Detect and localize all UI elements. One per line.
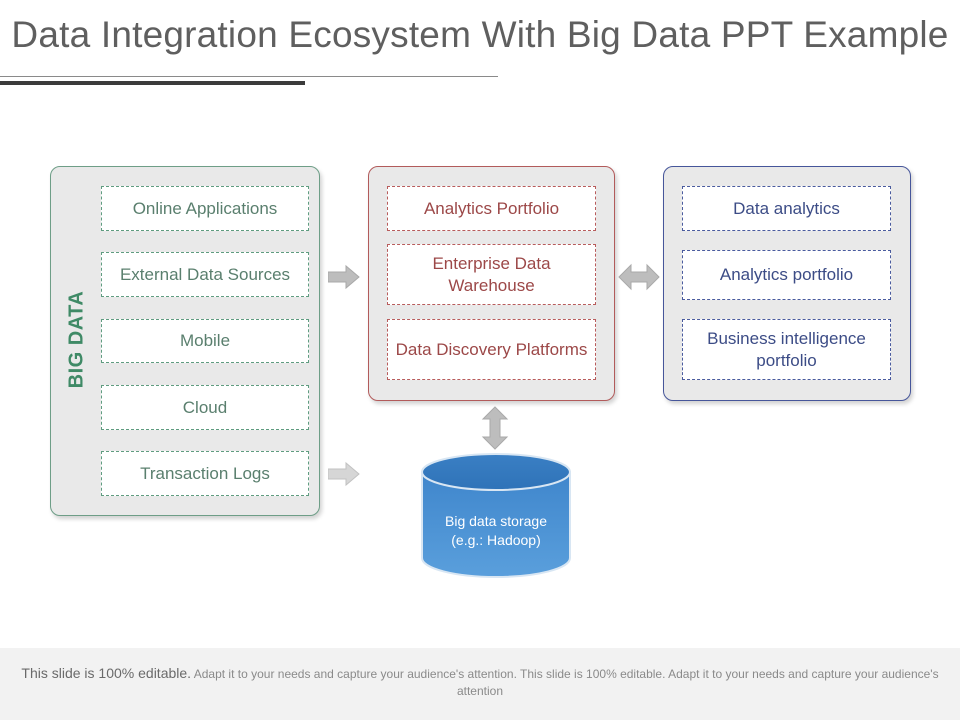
source-external-data-sources: External Data Sources xyxy=(101,252,309,297)
data-analytics-box: Data analytics xyxy=(682,186,891,231)
vertical-double-arrow-icon xyxy=(481,406,509,450)
footer-lead: This slide is 100% editable. xyxy=(21,665,192,681)
analytics-portfolio-output-box: Analytics portfolio xyxy=(682,250,891,300)
storage-label-line2: (e.g.: Hadoop) xyxy=(451,532,541,548)
slide-title: Data Integration Ecosystem With Big Data… xyxy=(11,14,949,55)
source-mobile: Mobile xyxy=(101,319,309,363)
database-cylinder-icon xyxy=(421,453,571,578)
storage-label-line1: Big data storage xyxy=(445,513,547,529)
title-rule-thick xyxy=(0,81,305,85)
data-discovery-platforms-box: Data Discovery Platforms xyxy=(387,319,596,380)
footer-note: This slide is 100% editable. Adapt it to… xyxy=(14,665,946,700)
source-cloud: Cloud xyxy=(101,385,309,430)
title-rule-thin xyxy=(0,76,498,77)
double-arrow-icon xyxy=(618,263,660,291)
big-data-storage-cylinder: Big data storage (e.g.: Hadoop) xyxy=(420,452,572,580)
source-online-applications: Online Applications xyxy=(101,186,309,231)
footer-bar xyxy=(0,648,960,720)
source-transaction-logs: Transaction Logs xyxy=(101,451,309,496)
right-arrow-icon xyxy=(328,461,360,487)
analytics-portfolio-box: Analytics Portfolio xyxy=(387,186,596,231)
enterprise-data-warehouse-box: Enterprise Data Warehouse xyxy=(387,244,596,305)
business-intelligence-portfolio-box: Business intelligence portfolio xyxy=(682,319,891,380)
footer-rest: Adapt it to your needs and capture your … xyxy=(193,667,939,698)
right-arrow-icon xyxy=(328,264,360,290)
